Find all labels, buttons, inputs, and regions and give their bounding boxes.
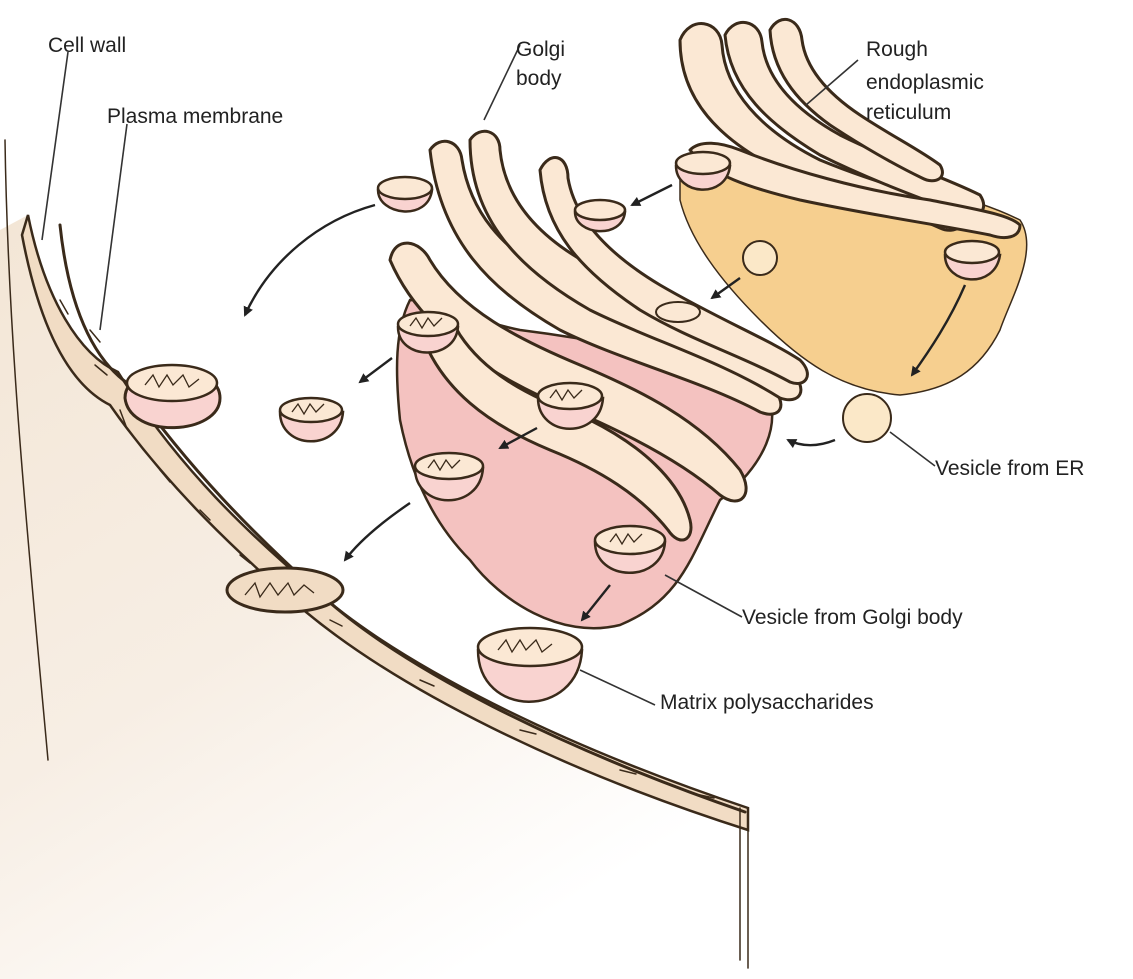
label-vesicle-from-er: Vesicle from ER xyxy=(935,456,1084,482)
arrow xyxy=(345,503,410,560)
vesicle-matrix-polysaccharides xyxy=(478,628,582,702)
vesicle xyxy=(280,398,343,441)
exocytosis-pocket-lower xyxy=(227,568,343,612)
vesicle-from-er xyxy=(843,394,891,442)
label-golgi-body-line1: Golgi xyxy=(516,37,565,63)
label-rough-er-line1: Rough xyxy=(866,37,928,63)
label-rough-er-line2: endoplasmic xyxy=(866,70,984,96)
vesicle xyxy=(398,312,458,353)
vesicle xyxy=(575,200,625,231)
label-vesicle-from-golgi: Vesicle from Golgi body xyxy=(742,605,963,631)
leader-plasma-membrane xyxy=(100,124,127,330)
label-cell-wall: Cell wall xyxy=(48,33,126,59)
label-matrix-polysaccharides: Matrix polysaccharides xyxy=(660,690,874,716)
leader-vesicle-from-golgi xyxy=(665,575,742,617)
arrow xyxy=(245,205,375,315)
leader-matrix-polysaccharides xyxy=(580,670,655,705)
label-rough-er-line3: reticulum xyxy=(866,100,951,126)
leader-golgi-body xyxy=(484,45,520,120)
golgi-bud xyxy=(656,302,700,322)
arrow xyxy=(632,185,672,205)
arrow xyxy=(788,440,835,445)
arrow xyxy=(360,358,392,382)
label-golgi-body-line2: body xyxy=(516,66,562,92)
label-plasma-membrane: Plasma membrane xyxy=(107,104,283,130)
er-vesicle-small xyxy=(743,241,777,275)
vesicle xyxy=(676,152,730,190)
leader-vesicle-from-er xyxy=(890,432,935,466)
exocytosis-pocket-upper xyxy=(125,365,220,428)
leader-cell-wall xyxy=(42,52,68,240)
vesicle xyxy=(378,177,432,211)
